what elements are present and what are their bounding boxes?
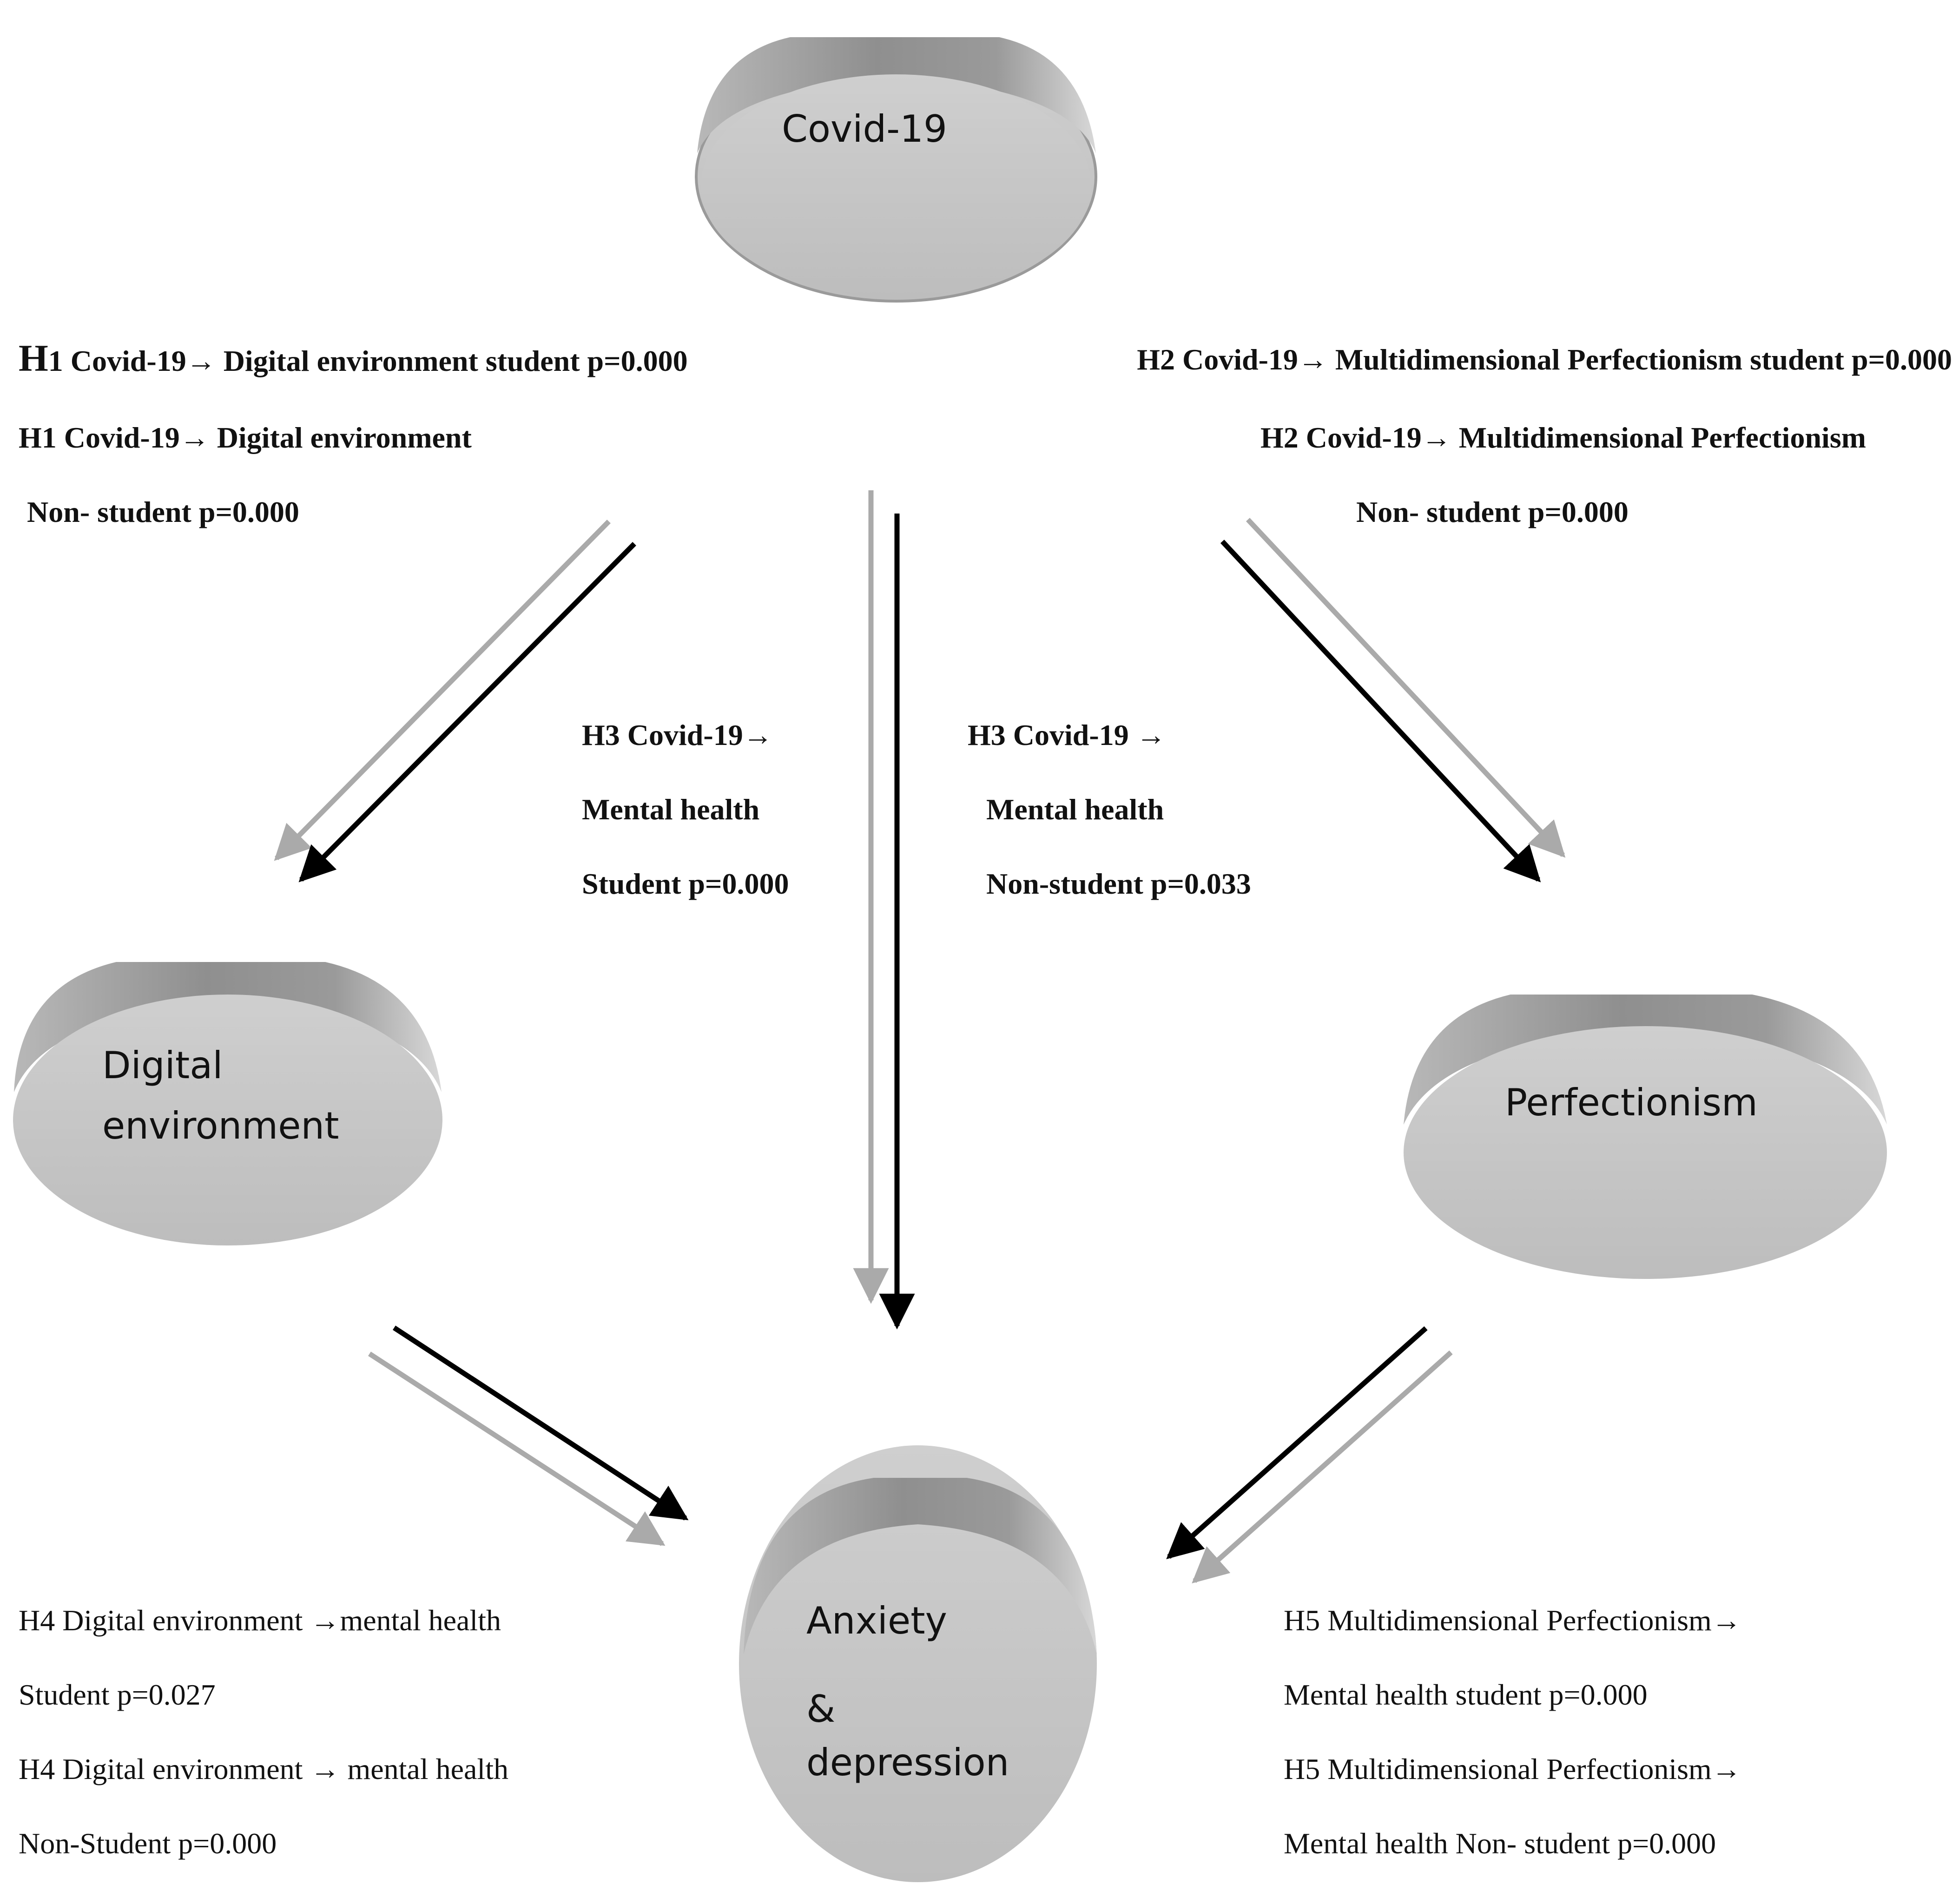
h2-non-student-label-line2: Non- student p=0.000 (1356, 495, 1629, 528)
node-perfectionism: Perfectionism (1404, 995, 1887, 1279)
h3-student-label-line2: Mental health (582, 793, 760, 826)
h3-student-label-line3: Student p=0.000 (582, 867, 789, 900)
h5-student-label-line2: Mental health student p=0.000 (1284, 1678, 1648, 1711)
h5-student-label-line1: H5 Multidimensional Perfectionism→ (1284, 1604, 1741, 1637)
h3-non-student-label-line2: Mental health (986, 793, 1164, 826)
node-anxiety-label-line1: Anxiety (806, 1599, 947, 1642)
h2-non-student-label-line1: H2 Covid-19→ Multidimensional Perfection… (1260, 421, 1866, 454)
node-digital-environment: Digital environment (13, 962, 442, 1245)
arrow-h2-student (1220, 540, 1541, 883)
h3-non-student-label-line1: H3 Covid-19 → (968, 718, 1166, 751)
arrow-h1-non-student (274, 520, 611, 861)
h5-non-student-label-line1: H5 Multidimensional Perfectionism→ (1284, 1752, 1741, 1785)
h4-student-label-line1: H4 Digital environment →mental health (19, 1604, 501, 1637)
h3-non-student-label-line3: Non-student p=0.033 (986, 867, 1251, 900)
arrow-h1-student (298, 542, 636, 883)
node-perfectionism-label: Perfectionism (1505, 1081, 1758, 1124)
node-digital-label-line1: Digital (102, 1044, 223, 1087)
node-digital-label-line2: environment (102, 1104, 339, 1147)
node-covid-19-label: Covid-19 (782, 107, 947, 151)
h4-non-student-label-line2: Non-Student p=0.000 (19, 1827, 277, 1860)
h3-student-label-line1: H3 Covid-19→ (582, 718, 773, 751)
node-anxiety-label-line2: & (806, 1687, 835, 1731)
h2-student-label: H2 Covid-19→ Multidimensional Perfection… (1137, 343, 1952, 376)
arrow-h4-student (392, 1325, 689, 1521)
h4-non-student-label-line1: H4 Digital environment → mental health (19, 1752, 508, 1785)
h1-non-student-label-line2: Non- student p=0.000 (27, 495, 299, 528)
h4-student-label-line2: Student p=0.027 (19, 1678, 216, 1711)
arrow-h5-non-student (1192, 1350, 1453, 1584)
arrow-h5-student (1166, 1326, 1428, 1560)
h5-non-student-label-line2: Mental health Non- student p=0.000 (1284, 1827, 1716, 1860)
arrow-h4-non-student (368, 1351, 666, 1546)
h1-non-student-label-line1: H1 Covid-19→ Digital environment (19, 421, 472, 454)
arrow-h2-non-student (1246, 518, 1566, 858)
node-anxiety-depression: Anxiety & depression (739, 1445, 1097, 1882)
node-covid-19: Covid-19 (695, 37, 1097, 303)
node-anxiety-label-line3: depression (806, 1741, 1009, 1784)
h1-student-label: H1 Covid-19→ Digital environment student… (19, 337, 688, 379)
